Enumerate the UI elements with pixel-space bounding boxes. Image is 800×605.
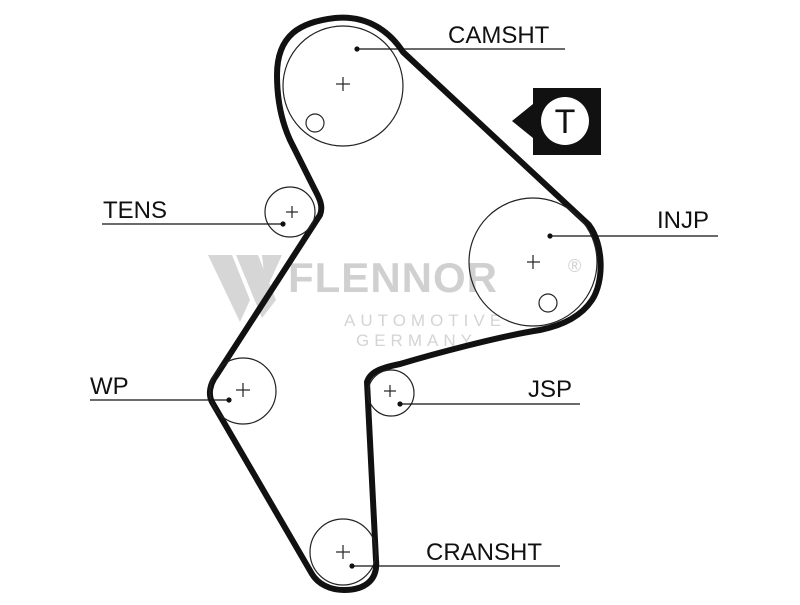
water-pump-pulley <box>209 357 277 425</box>
crankshaft-pulley <box>309 518 377 586</box>
timing-belt <box>206 14 604 593</box>
watermark-line1: AUTOMOTIVE <box>344 311 506 330</box>
jackshaft-pulley <box>367 369 415 417</box>
watermark-line2: GERMANY <box>356 331 477 350</box>
jackshaft-label: JSP <box>528 376 572 403</box>
tensioner-pulley <box>264 186 316 238</box>
camshaft-pulley <box>282 25 404 147</box>
water-pump-label: WP <box>90 373 129 400</box>
watermark: FLENNOR ® AUTOMOTIVE GERMANY <box>208 254 581 350</box>
tensioner-label: TENS <box>103 197 167 224</box>
watermark-brand: FLENNOR <box>288 254 498 301</box>
timing-mark-badge: T <box>512 88 601 155</box>
injection-pump-label: INJP <box>657 207 709 234</box>
camshaft-label: CAMSHT <box>448 22 550 49</box>
injection-pump-pulley <box>468 197 598 327</box>
badge-letter: T <box>555 103 576 141</box>
watermark-registered: ® <box>568 256 581 276</box>
crankshaft-label: CRANSHT <box>426 539 542 566</box>
